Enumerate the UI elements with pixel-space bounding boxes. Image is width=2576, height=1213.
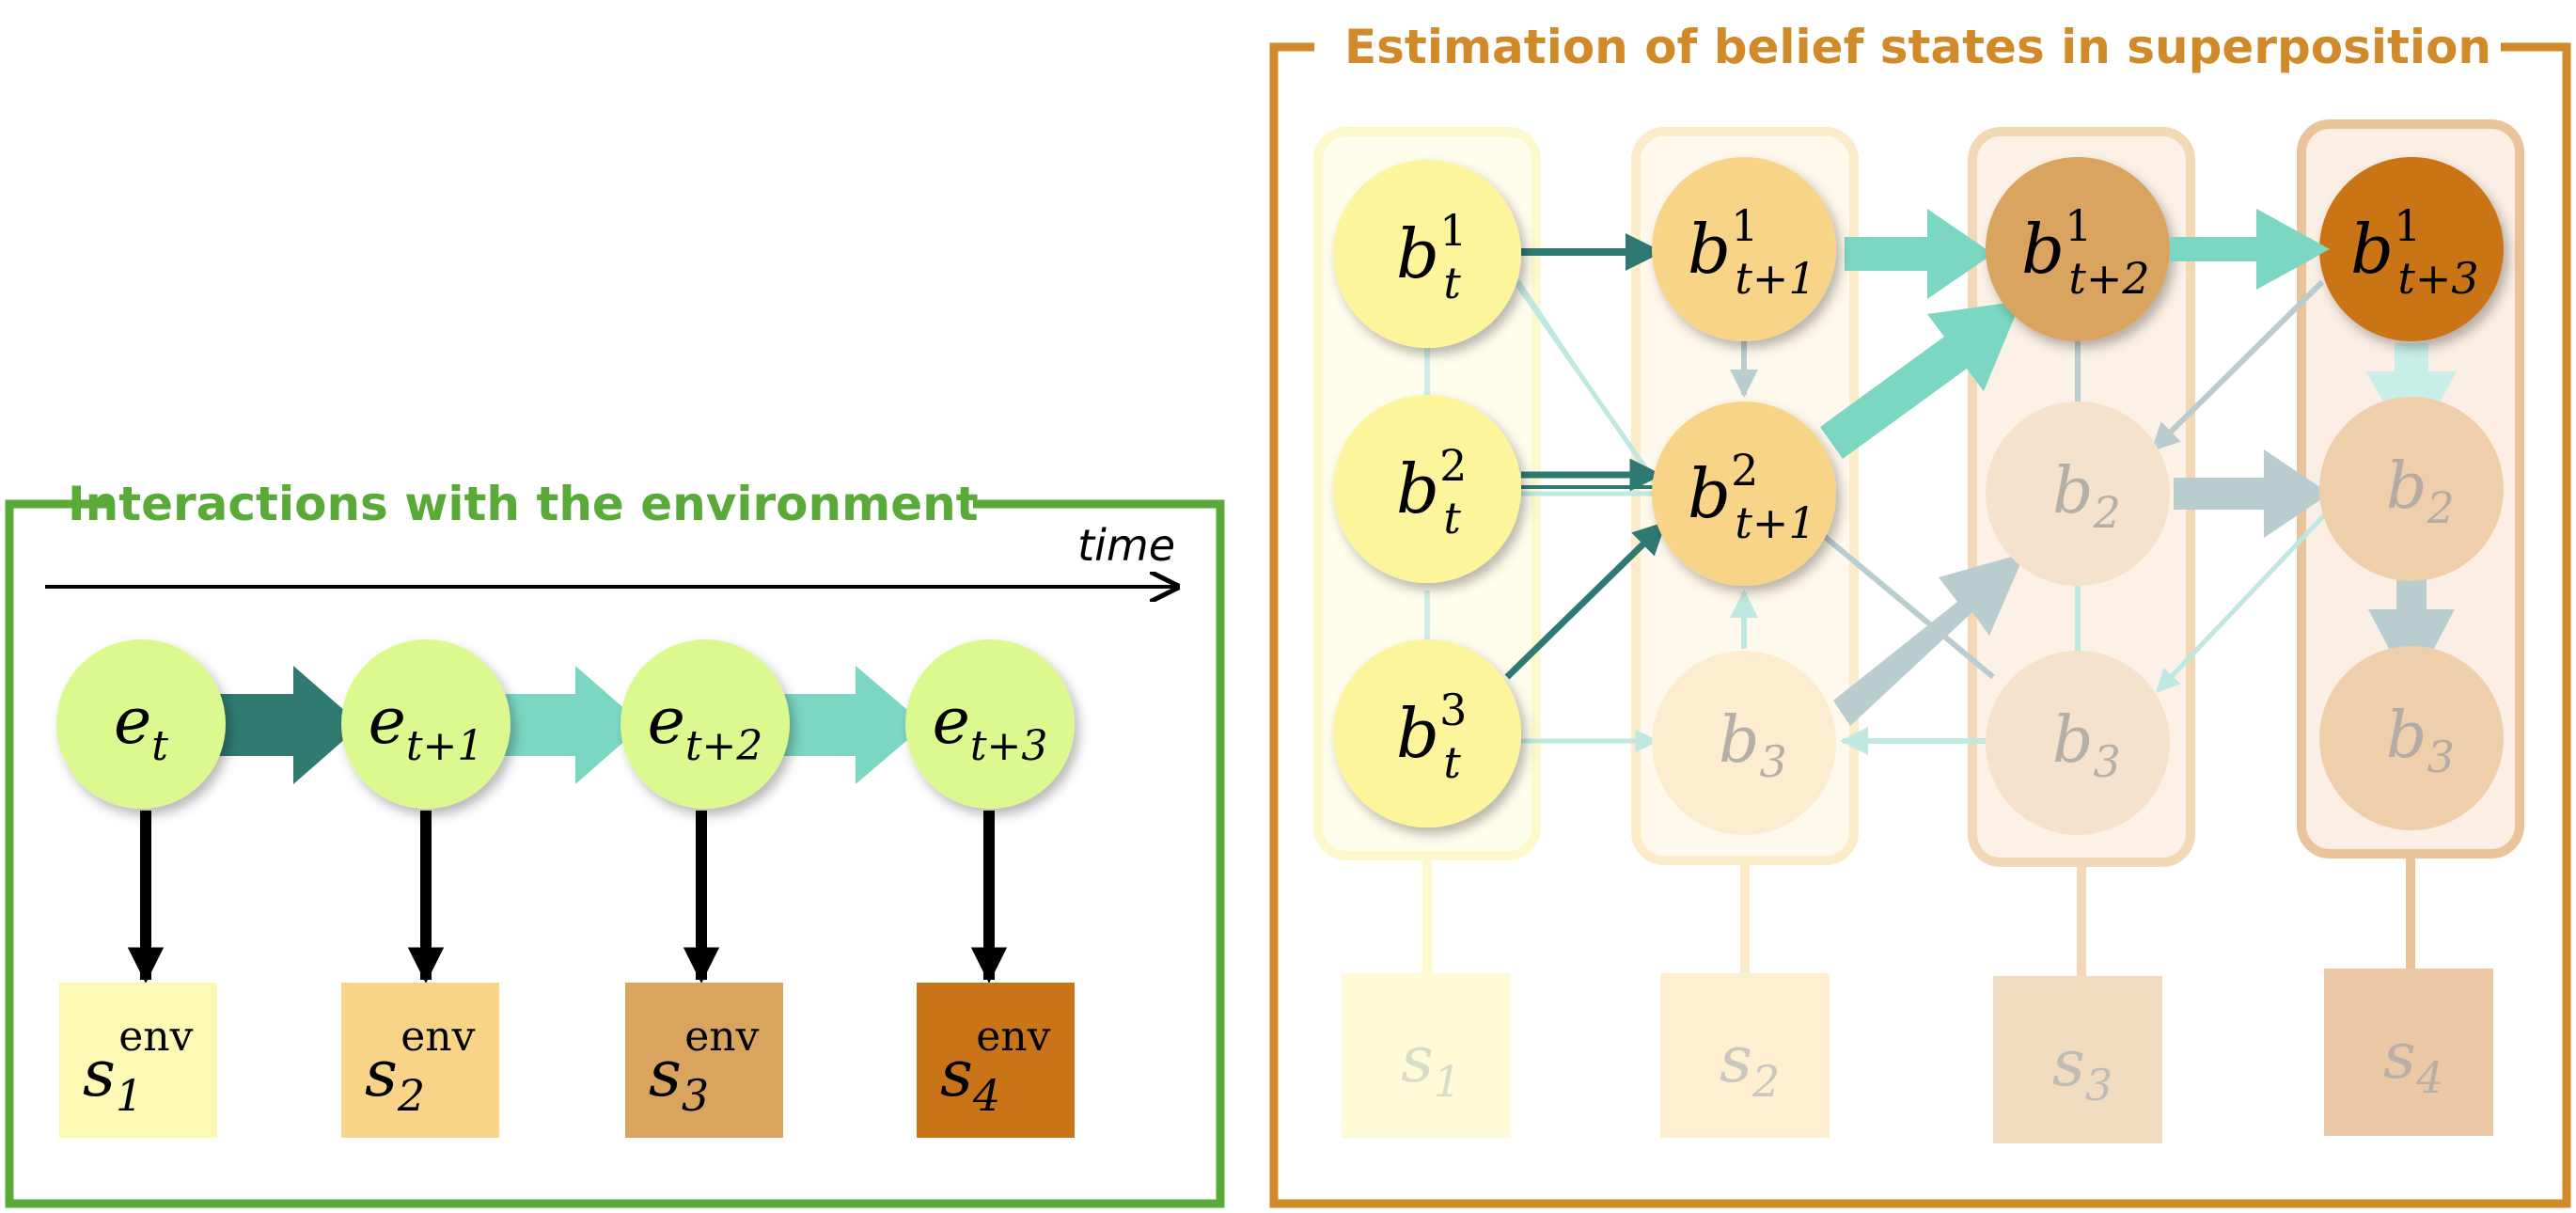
svg-text:b3: b3 <box>1719 703 1787 787</box>
env-node-e-t-plus-1: et+1 <box>341 639 510 809</box>
svg-text:b2t: b2t <box>1396 440 1467 543</box>
belief-state-s4: s4 <box>2324 969 2493 1136</box>
svg-text:b3: b3 <box>2386 699 2455 782</box>
svg-text:s2: s2 <box>1720 1023 1780 1107</box>
env-transition-arrow-2 <box>498 666 643 784</box>
svg-text:b2t+1: b2t+1 <box>1688 445 1816 548</box>
svg-text:b1t+2: b1t+2 <box>2021 200 2150 304</box>
svg-text:et: et <box>114 685 168 770</box>
belief-node-b3-t-plus-2: b3 <box>1986 651 2170 835</box>
svg-text:s2env: s2env <box>365 1013 476 1121</box>
svg-text:et+1: et+1 <box>369 685 484 770</box>
belief-node-b2-t-plus-3: b2 <box>2319 397 2504 581</box>
env-state-s2: s2env <box>341 983 499 1138</box>
env-state-s1: s1env <box>59 983 217 1138</box>
environment-title: Interactions with the environment <box>68 477 979 531</box>
svg-text:b1t: b1t <box>1396 205 1467 308</box>
env-state-s4: s4env <box>917 983 1075 1138</box>
svg-text:s1env: s1env <box>83 1013 194 1121</box>
env-state-s3: s3env <box>625 983 783 1138</box>
env-node-e-t: et <box>56 639 226 809</box>
svg-text:b2: b2 <box>2386 449 2455 533</box>
belief-node-b3-t-plus-3: b3 <box>2319 646 2504 830</box>
env-node-e-t-plus-2: et+2 <box>620 639 790 809</box>
svg-text:s3env: s3env <box>649 1013 760 1121</box>
svg-text:b3t: b3t <box>1396 685 1467 788</box>
belief-title: Estimation of belief states in superposi… <box>1344 20 2491 74</box>
belief-frame <box>1269 42 2571 1208</box>
time-label: time <box>1077 520 1175 571</box>
svg-text:b1t+1: b1t+1 <box>1688 200 1816 304</box>
svg-text:b3: b3 <box>2052 703 2121 787</box>
belief-state-s3: s3 <box>1993 976 2162 1143</box>
svg-text:b2: b2 <box>2052 454 2121 538</box>
belief-arrow-overlay <box>2170 209 2330 290</box>
svg-text:et+3: et+3 <box>933 685 1048 770</box>
svg-text:s1: s1 <box>1401 1023 1461 1107</box>
svg-text:s3: s3 <box>2052 1027 2113 1111</box>
svg-text:s4: s4 <box>2383 1019 2443 1103</box>
belief-state-s2: s2 <box>1660 973 1830 1138</box>
svg-text:s4env: s4env <box>940 1013 1051 1121</box>
belief-node-b3-t-plus-1: b3 <box>1652 651 1836 835</box>
belief-state-s1: s1 <box>1342 973 1511 1138</box>
belief-panel: Estimation of belief states in superposi… <box>1269 20 2571 1208</box>
svg-text:et+2: et+2 <box>648 685 763 770</box>
belief-node-b2-t-plus-2: b2 <box>1986 402 2170 586</box>
env-transition-arrow-1 <box>216 666 361 784</box>
env-node-e-t-plus-3: et+3 <box>905 639 1075 809</box>
env-transition-arrow-3 <box>778 666 925 784</box>
environment-frame <box>5 499 1225 1208</box>
svg-text:b1t+3: b1t+3 <box>2350 200 2479 304</box>
environment-panel: Interactions with the environment time e… <box>5 477 1225 1208</box>
